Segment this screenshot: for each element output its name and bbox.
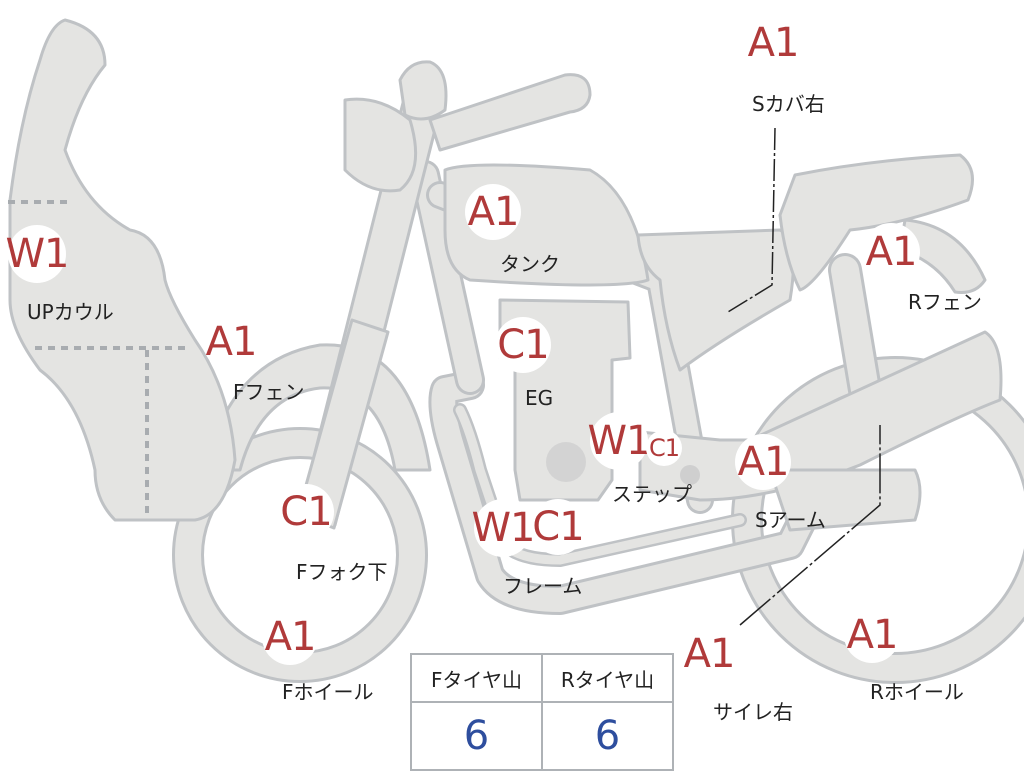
badge-f-fender: A1 xyxy=(203,314,259,370)
badge-step-c: C1 xyxy=(646,430,682,466)
label-f-fork-lower: Fフォク下 xyxy=(296,560,388,584)
leader-s-cover xyxy=(727,127,776,313)
badge-step-w: W1 xyxy=(588,412,652,470)
label-s-arm: Sアーム xyxy=(755,508,826,532)
meter-shape xyxy=(398,60,448,121)
label-step: ステップ xyxy=(612,482,692,506)
label-s-cover-right: Sカバ右 xyxy=(752,92,825,116)
tire-tread-table: Fタイヤ山 Rタイヤ山 6 6 xyxy=(410,653,674,771)
silencer-shape xyxy=(768,468,922,532)
value-front-tire-tread: 6 xyxy=(410,701,543,771)
engine-cover-circle xyxy=(546,442,586,482)
frame-loop-fill xyxy=(431,373,822,612)
leader-silencer xyxy=(739,425,881,626)
header-rear-tire-tread: Rタイヤ山 xyxy=(541,653,674,703)
badge-tank: A1 xyxy=(465,184,521,240)
badge-r-wheel: A1 xyxy=(844,607,900,663)
value-rear-tire-tread: 6 xyxy=(541,701,674,771)
label-eg: EG xyxy=(525,386,554,410)
header-front-tire-tread: Fタイヤ山 xyxy=(410,653,543,703)
label-silencer-right: サイレ右 xyxy=(713,700,793,724)
badge-silencer-right: A1 xyxy=(681,626,737,682)
badge-r-fender: A1 xyxy=(862,223,920,281)
label-f-wheel: Fホイール xyxy=(282,680,374,704)
badge-up-cowl: W1 xyxy=(6,225,70,283)
swing-arm-shape xyxy=(638,330,1003,502)
rear-fender-shape xyxy=(898,218,987,294)
badge-frame-c: C1 xyxy=(530,499,586,555)
label-f-fender: Fフェン xyxy=(233,380,305,404)
seat-shape xyxy=(778,153,974,292)
label-frame: フレーム xyxy=(503,574,583,598)
front-wheel-fill xyxy=(175,430,425,680)
badge-frame-w: W1 xyxy=(472,499,536,557)
badge-f-fork-lower: C1 xyxy=(278,484,334,540)
label-r-wheel: Rホイール xyxy=(870,680,964,704)
badge-f-wheel: A1 xyxy=(262,609,318,665)
badge-eg: C1 xyxy=(495,317,551,373)
frame-spar-fill xyxy=(413,163,482,392)
label-up-cowl: UPカウル xyxy=(27,300,114,324)
badge-s-cover-right: A1 xyxy=(744,14,802,72)
label-tank: タンク xyxy=(500,252,560,276)
headlight-shape xyxy=(343,97,418,193)
tire-table-header-row: Fタイヤ山 Rタイヤ山 xyxy=(410,653,674,703)
engine-bolt-circle xyxy=(680,465,700,485)
handlebar-shape xyxy=(428,73,592,152)
tire-table-value-row: 6 6 xyxy=(410,701,674,771)
badge-s-arm: A1 xyxy=(735,434,791,490)
fork-lower-shape xyxy=(296,318,390,530)
label-r-fender: Rフェン xyxy=(908,290,982,314)
